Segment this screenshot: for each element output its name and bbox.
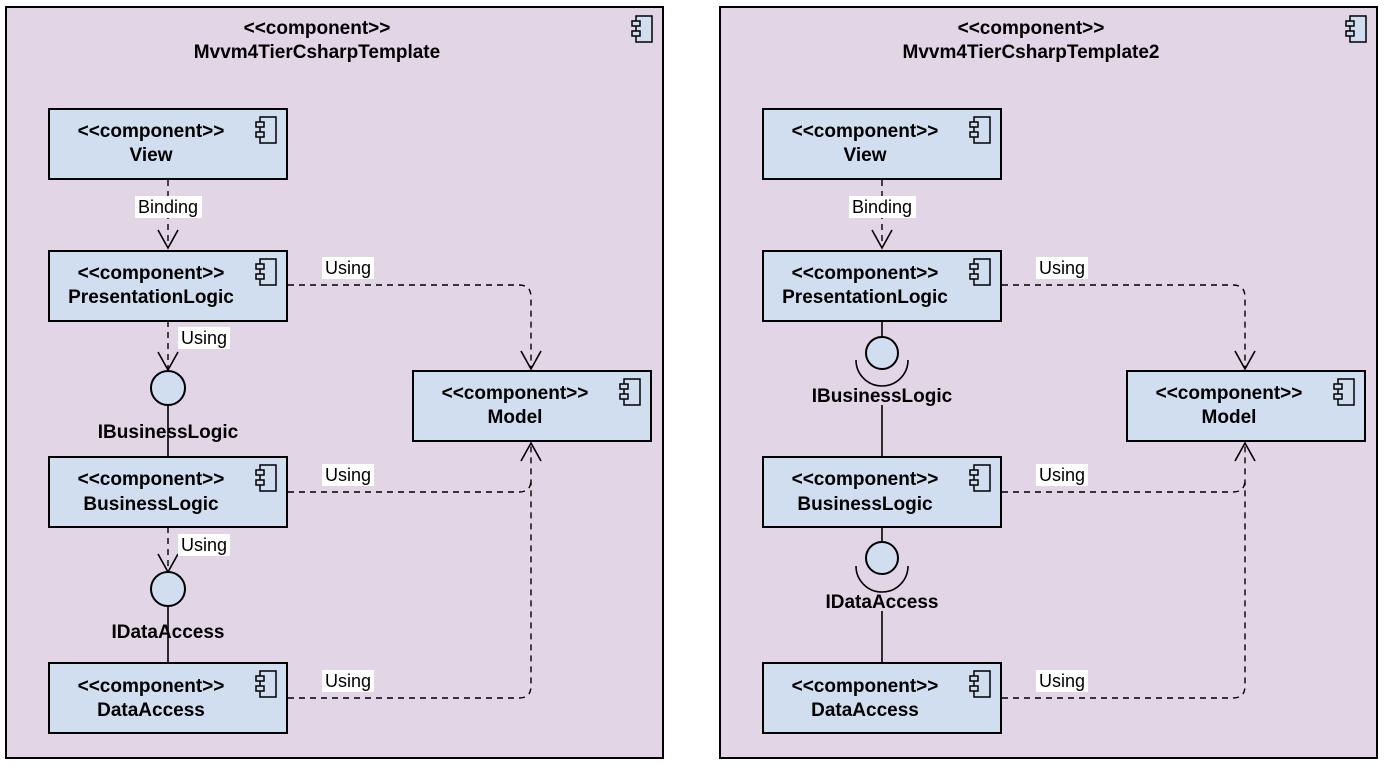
component-name: BusinessLogic — [83, 494, 219, 515]
ibusinesslogic-socket — [855, 359, 909, 387]
using-label: Using — [1039, 671, 1085, 691]
using-label: Using — [325, 258, 371, 278]
ibusinesslogic-label: IBusinessLogic — [98, 422, 239, 443]
idataaccess-label: IDataAccess — [825, 592, 938, 613]
using-dependency — [1002, 479, 1246, 493]
component-name: DataAccess — [811, 700, 919, 721]
component-stereotype: <<component>> — [792, 676, 939, 697]
component-stereotype: <<component>> — [792, 469, 939, 490]
left-package-stereotype: <<component>> — [244, 18, 391, 39]
component-stereotype: <<component>> — [792, 121, 939, 142]
label-background — [322, 670, 374, 692]
component-name: BusinessLogic — [797, 494, 933, 515]
component-stereotype: <<component>> — [78, 121, 225, 142]
dependency-arrowhead — [157, 229, 179, 250]
label-background — [178, 534, 230, 556]
component-stereotype: <<component>> — [78, 469, 225, 490]
component-name: Model — [1202, 407, 1257, 428]
right-connectors: Binding IBusinessLogic IDataAccess Using… — [812, 180, 1256, 699]
dependency-arrowhead — [871, 229, 893, 250]
ibusinesslogic-label: IBusinessLogic — [812, 386, 953, 407]
component-name: PresentationLogic — [68, 287, 234, 308]
component-view[interactable]: <<component>> View — [48, 108, 288, 180]
idataaccess-label: IDataAccess — [111, 622, 224, 643]
label-background — [849, 196, 916, 218]
using-dependency — [1002, 443, 1246, 699]
right-package-stereotype: <<component>> — [958, 18, 1105, 39]
binding-label: Binding — [138, 197, 198, 217]
component-stereotype: <<component>> — [1156, 383, 1303, 404]
component-stereotype: <<component>> — [78, 676, 225, 697]
component-dataaccess[interactable]: <<component>> DataAccess — [48, 662, 288, 734]
binding-label: Binding — [852, 197, 912, 217]
component-name: Model — [488, 407, 543, 428]
using-dependency — [288, 284, 532, 369]
using-label: Using — [181, 535, 227, 555]
component-model[interactable]: <<component>> Model — [1126, 370, 1366, 442]
component-dataaccess[interactable]: <<component>> DataAccess — [762, 662, 1002, 734]
dependency-arrowhead — [520, 350, 542, 371]
ibusinesslogic-interface[interactable] — [865, 336, 899, 370]
ibusinesslogic-interface[interactable] — [150, 370, 186, 406]
dependency-arrowhead — [520, 441, 542, 462]
component-presentationlogic[interactable]: <<component>> PresentationLogic — [762, 250, 1002, 322]
right-package-title: Mvvm4TierCsharpTemplate2 — [903, 42, 1160, 63]
left-connectors: Binding Using IBusinessLogic Using IData… — [98, 180, 542, 699]
label-background — [135, 196, 202, 218]
using-label: Using — [325, 465, 371, 485]
dependency-arrowhead — [1234, 350, 1256, 371]
idataaccess-socket — [855, 565, 909, 593]
label-background — [1036, 257, 1088, 279]
label-background — [1036, 464, 1088, 486]
component-view[interactable]: <<component>> View — [762, 108, 1002, 180]
idataaccess-interface[interactable] — [865, 541, 899, 575]
component-name: DataAccess — [97, 700, 205, 721]
component-businesslogic[interactable]: <<component>> BusinessLogic — [48, 456, 288, 528]
component-stereotype: <<component>> — [442, 383, 589, 404]
component-stereotype: <<component>> — [792, 263, 939, 284]
component-presentationlogic[interactable]: <<component>> PresentationLogic — [48, 250, 288, 322]
using-label: Using — [325, 671, 371, 691]
using-label: Using — [1039, 465, 1085, 485]
component-name: PresentationLogic — [782, 287, 948, 308]
component-model[interactable]: <<component>> Model — [412, 370, 652, 442]
component-name: View — [130, 145, 173, 166]
component-businesslogic[interactable]: <<component>> BusinessLogic — [762, 456, 1002, 528]
label-background — [178, 327, 230, 349]
label-background — [1036, 670, 1088, 692]
component-name: View — [844, 145, 887, 166]
using-dependency — [1002, 284, 1246, 369]
using-label: Using — [181, 328, 227, 348]
label-background — [322, 464, 374, 486]
dependency-arrowhead — [1234, 441, 1256, 462]
using-dependency — [288, 443, 532, 699]
using-label: Using — [1039, 258, 1085, 278]
idataaccess-interface[interactable] — [150, 571, 186, 607]
component-stereotype: <<component>> — [78, 263, 225, 284]
using-dependency — [288, 479, 532, 493]
label-background — [322, 257, 374, 279]
left-package-title: Mvvm4TierCsharpTemplate — [194, 42, 440, 63]
